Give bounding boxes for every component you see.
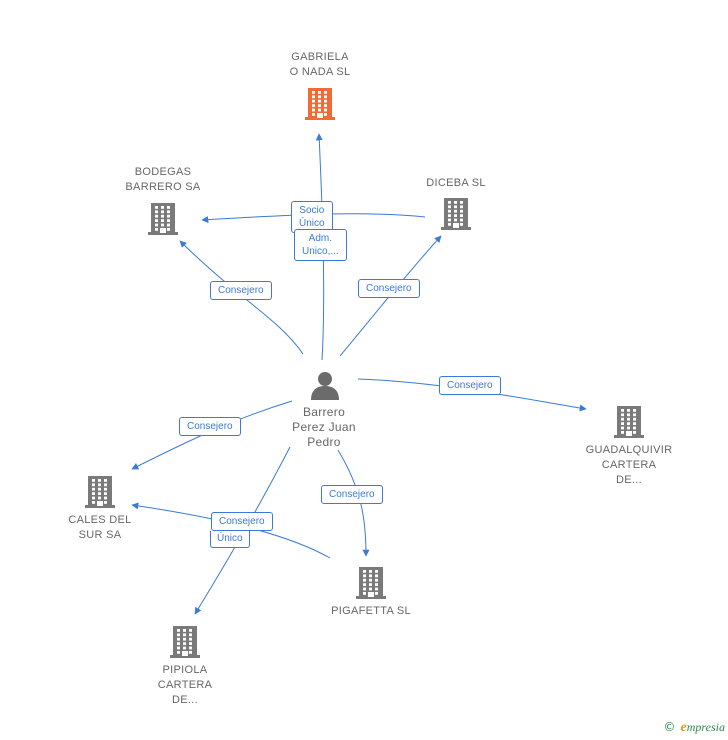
relation-label-diceba[interactable]: Consejero: [358, 279, 420, 298]
company-label-bodegas[interactable]: BODEGAS BARRERO SA: [93, 165, 233, 195]
company-label-pigafetta[interactable]: PIGAFETTA SL: [301, 604, 441, 619]
company-label-line: CALES DEL: [68, 514, 132, 526]
brand-initial: e: [680, 720, 687, 735]
company-label-gabriela[interactable]: GABRIELA O NADA SL: [250, 50, 390, 80]
person-name-line: Perez Juan: [292, 420, 356, 434]
company-label-line: PIGAFETTA SL: [331, 605, 411, 617]
building-icon[interactable]: [170, 624, 200, 663]
relation-label-line: Consejero: [187, 421, 233, 432]
company-label-line: GABRIELA: [291, 51, 349, 63]
company-label-line: CARTERA: [157, 679, 213, 691]
company-label-line: CARTERA: [601, 459, 657, 471]
brand-watermark: © empresia: [664, 720, 725, 736]
company-label-line: SUR SA: [78, 529, 122, 541]
relation-label-line: Unico,...: [302, 246, 339, 257]
brand-name: mpresia: [686, 720, 725, 734]
company-label-line: BARRERO SA: [125, 181, 201, 193]
relation-label-pipiola-unico[interactable]: Único: [210, 531, 250, 548]
relation-label-line: Adm.: [308, 233, 333, 244]
relation-label-line: Consejero: [329, 489, 375, 500]
relation-label-line: Único: [299, 218, 325, 229]
building-icon[interactable]: [441, 196, 471, 235]
company-label-guadalquivir[interactable]: GUADALQUIVIR CARTERA DE...: [559, 443, 699, 488]
relation-label-adm[interactable]: Adm. Unico,...: [294, 229, 347, 261]
person-name-line: Barrero: [302, 405, 346, 419]
relation-label-guadalquivir[interactable]: Consejero: [439, 376, 501, 395]
relation-label-line: Consejero: [219, 516, 265, 527]
company-label-line: GUADALQUIVIR: [585, 444, 673, 456]
relation-label-line: Consejero: [366, 283, 412, 294]
edge-pigafetta: [337, 449, 370, 557]
building-icon[interactable]: [148, 201, 178, 240]
building-icon[interactable]: [614, 404, 644, 443]
company-label-line: O NADA SL: [289, 66, 351, 78]
company-label-line: DE...: [616, 474, 642, 486]
relation-label-pigafetta[interactable]: Consejero: [321, 485, 383, 504]
relation-label-line: Único: [217, 533, 243, 544]
building-icon[interactable]: [305, 86, 335, 125]
relation-label-line: Consejero: [218, 285, 264, 296]
company-label-cales[interactable]: CALES DEL SUR SA: [30, 513, 170, 543]
relation-label-line: Consejero: [447, 380, 493, 391]
person-name-line: Pedro: [307, 435, 341, 449]
company-label-line: DE...: [172, 694, 198, 706]
person-icon[interactable]: [310, 370, 340, 405]
relation-label-pipiola-consejero[interactable]: Consejero: [211, 512, 273, 531]
company-label-diceba[interactable]: DICEBA SL: [386, 176, 526, 191]
company-label-line: BODEGAS: [134, 166, 192, 178]
relation-label-line: Socio: [299, 205, 325, 216]
company-label-line: DICEBA SL: [426, 177, 486, 189]
building-icon[interactable]: [85, 474, 115, 513]
copyright-symbol: ©: [663, 720, 676, 734]
relation-label-bodegas[interactable]: Consejero: [210, 281, 272, 300]
edge-bodegas: [179, 240, 304, 355]
relation-label-cales[interactable]: Consejero: [179, 417, 241, 436]
company-label-line: PIPIOLA: [162, 664, 208, 676]
building-icon[interactable]: [356, 565, 386, 604]
company-label-pipiola[interactable]: PIPIOLA CARTERA DE...: [115, 663, 255, 708]
